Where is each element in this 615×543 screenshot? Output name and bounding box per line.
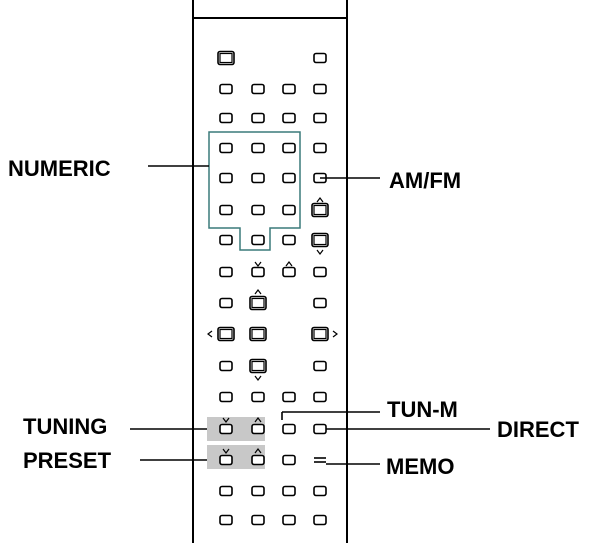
cursor-down-icon — [254, 375, 262, 381]
cursor-down-button[interactable] — [249, 358, 267, 374]
button-up-caret — [285, 261, 293, 267]
remote-button[interactable] — [313, 52, 327, 64]
remote-button[interactable] — [219, 112, 233, 124]
remote-button[interactable] — [219, 514, 233, 526]
remote-button[interactable] — [251, 142, 265, 154]
preset-down-button[interactable] — [219, 454, 233, 466]
numeric-group-outline — [208, 131, 301, 251]
channel-down-button-inner — [313, 234, 327, 246]
tuning-up-icon — [254, 417, 262, 423]
direct-button[interactable] — [313, 423, 327, 435]
label-memo: MEMO — [386, 454, 455, 479]
label-numeric: NUMERIC — [8, 156, 111, 181]
power-button[interactable] — [217, 50, 235, 66]
remote-button[interactable] — [251, 514, 265, 526]
remote-button[interactable] — [219, 142, 233, 154]
remote-button[interactable] — [313, 514, 327, 526]
enter-button[interactable] — [249, 326, 267, 342]
remote-button[interactable] — [282, 485, 296, 497]
remote-button[interactable] — [219, 485, 233, 497]
cursor-right-icon — [332, 330, 338, 338]
remote-button[interactable] — [219, 204, 233, 216]
remote-button[interactable] — [251, 204, 265, 216]
channel-up-icon — [316, 197, 324, 203]
remote-button[interactable] — [313, 297, 327, 309]
remote-button[interactable] — [251, 266, 265, 278]
preset-up-button[interactable] — [251, 454, 265, 466]
tuning-down-button[interactable] — [219, 423, 233, 435]
tun-m-button[interactable] — [282, 423, 296, 435]
cursor-left-icon — [207, 330, 213, 338]
remote-button[interactable] — [219, 234, 233, 246]
label-direct: DIRECT — [497, 417, 579, 442]
remote-button[interactable] — [282, 514, 296, 526]
remote-button[interactable] — [282, 172, 296, 184]
remote-button[interactable] — [251, 234, 265, 246]
button-down-caret — [254, 261, 262, 267]
remote-button[interactable] — [282, 391, 296, 403]
remote-button[interactable] — [282, 83, 296, 95]
cursor-up-button[interactable] — [249, 295, 267, 311]
remote-button[interactable] — [282, 112, 296, 124]
remote-button[interactable] — [219, 297, 233, 309]
remote-button[interactable] — [251, 172, 265, 184]
remote-button[interactable] — [313, 391, 327, 403]
tuning-down-icon — [222, 417, 230, 423]
enter-button-inner — [251, 328, 265, 340]
channel-up-button-inner — [313, 204, 327, 216]
remote-body — [192, 0, 348, 543]
channel-down-icon — [316, 249, 324, 255]
remote-button[interactable] — [282, 204, 296, 216]
remote-button[interactable] — [219, 360, 233, 372]
label-am-fm: AM/FM — [389, 168, 462, 193]
label-tuning: TUNING — [23, 414, 108, 439]
remote-button[interactable] — [282, 142, 296, 154]
preset-down-icon — [222, 448, 230, 454]
cursor-left-button[interactable] — [217, 326, 235, 342]
remote-button[interactable] — [313, 112, 327, 124]
remote-button[interactable] — [251, 485, 265, 497]
remote-button[interactable] — [219, 83, 233, 95]
cursor-right-button[interactable] — [311, 326, 329, 342]
remote-button[interactable] — [282, 234, 296, 246]
channel-down-button[interactable] — [311, 232, 329, 248]
remote-button[interactable] — [251, 391, 265, 403]
cursor-up-icon — [254, 289, 262, 295]
remote-button[interactable] — [251, 112, 265, 124]
preset-up-icon — [254, 448, 262, 454]
label-preset: PRESET — [23, 448, 112, 473]
remote-button[interactable] — [219, 172, 233, 184]
remote-button[interactable] — [313, 266, 327, 278]
power-button-inner — [219, 52, 233, 64]
remote-button[interactable] — [313, 360, 327, 372]
remote-button[interactable] — [219, 266, 233, 278]
cursor-down-button-inner — [251, 360, 265, 372]
tuning-up-button[interactable] — [251, 423, 265, 435]
remote-button[interactable] — [313, 142, 327, 154]
remote-button[interactable] — [282, 266, 296, 278]
remote-button[interactable] — [219, 391, 233, 403]
label-tun-m: TUN-M — [387, 397, 458, 422]
remote-button[interactable] — [313, 485, 327, 497]
remote-button[interactable] — [251, 83, 265, 95]
remote-button[interactable] — [313, 83, 327, 95]
channel-up-button[interactable] — [311, 202, 329, 218]
cursor-left-button-inner — [219, 328, 233, 340]
cursor-up-button-inner — [251, 297, 265, 309]
memo-button[interactable] — [282, 454, 296, 466]
cursor-right-button-inner — [313, 328, 327, 340]
